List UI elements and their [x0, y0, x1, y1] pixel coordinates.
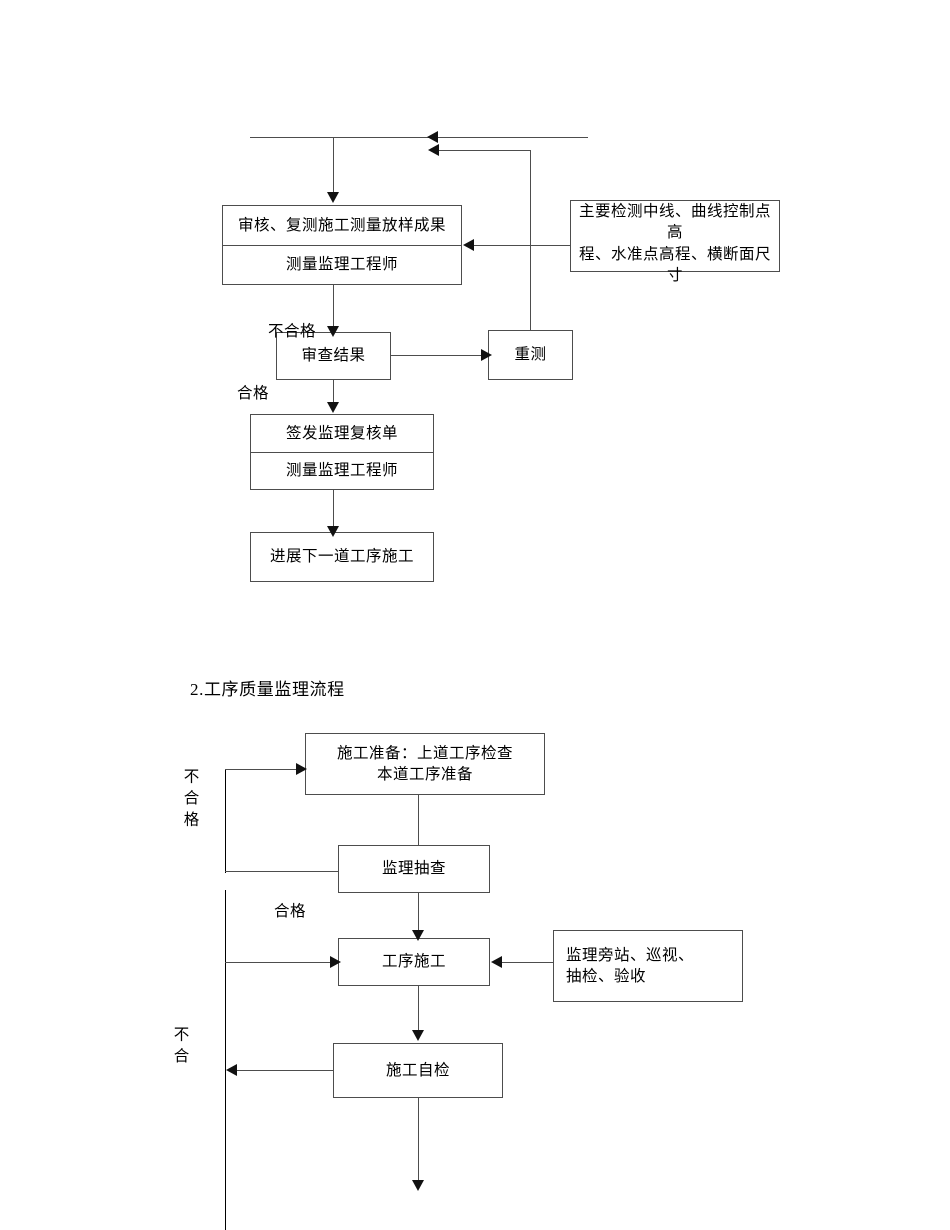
- box-process-construction[interactable]: 工序施工: [338, 938, 490, 986]
- box-issue-sheet[interactable]: 签发监理复核单 测量监理工程师: [250, 414, 434, 490]
- box-issue-sheet-line1: 签发监理复核单: [285, 424, 398, 442]
- box-check-result[interactable]: 审查结果: [276, 332, 391, 380]
- connector-selfcheck-down: [418, 1098, 419, 1183]
- connector-spotcheck-to-construction-arrowhead: [412, 930, 424, 941]
- connector-review-to-check: [333, 285, 334, 331]
- box-issue-sheet-line2: 测量监理工程师: [251, 451, 433, 490]
- connector-check-to-remeasure: [391, 355, 484, 356]
- box-supervision-activities[interactable]: 监理旁站、巡视、 抽检、验收: [553, 930, 743, 1002]
- box-process-construction-text: 工序施工: [381, 953, 446, 971]
- box-review-result[interactable]: 审核、复测施工测量放样成果 测量监理工程师: [222, 205, 462, 285]
- connector-inspection-to-review: [468, 245, 570, 246]
- box-preparation-text: 施工准备：上道工序检查 本道工序准备: [336, 744, 513, 783]
- box-supervision-activities-text: 监理旁站、巡视、 抽检、验收: [566, 946, 695, 985]
- connector-check-to-remeasure-arrowhead: [481, 349, 492, 361]
- feedback-line-spotcheck-vertical: [225, 769, 226, 873]
- box-remeasure-text: 重测: [514, 346, 547, 364]
- connector-preparation-to-spotcheck: [418, 795, 419, 845]
- box-inspection-items[interactable]: 主要检测中线、曲线控制点高 程、水准点高程、横断面尺寸: [570, 200, 780, 284]
- section-heading: 2.工序质量监理流程: [190, 680, 345, 699]
- feedback-line-spotcheck-arrowhead: [296, 763, 307, 775]
- connector-activities-to-construction-arrowhead: [491, 956, 502, 968]
- label-fail-survey: 不合格: [268, 323, 317, 340]
- connector-issue-to-next-arrowhead: [327, 526, 339, 537]
- label-pass-survey: 合格: [237, 385, 270, 402]
- connector-review-to-check-arrowhead: [327, 326, 339, 337]
- box-supervision-spotcheck-text: 监理抽查: [381, 860, 446, 878]
- box-next-process-text: 进展下一道工序施工: [269, 548, 414, 566]
- connector-selfcheck-to-left: [230, 1070, 333, 1071]
- box-next-process[interactable]: 进展下一道工序施工: [250, 532, 434, 582]
- box-self-inspection[interactable]: 施工自检: [333, 1043, 503, 1098]
- box-check-result-text: 审查结果: [301, 347, 366, 365]
- label-fail-bottom-process: 不合: [171, 1026, 189, 1069]
- connector-issue-to-next: [333, 490, 334, 530]
- connector-top-to-review: [333, 137, 334, 195]
- connector-selfcheck-down-arrowhead: [412, 1180, 424, 1191]
- connector-spotcheck-to-construction: [418, 893, 419, 935]
- box-inspection-items-text: 主要检测中线、曲线控制点高 程、水准点高程、横断面尺寸: [578, 203, 771, 285]
- box-review-result-line2: 测量监理工程师: [223, 244, 461, 285]
- connector-activities-to-construction: [497, 962, 553, 963]
- connector-spotcheck-to-feedback: [225, 871, 338, 872]
- connector-inspection-to-review-arrowhead: [463, 239, 474, 251]
- connector-construction-to-selfcheck: [418, 986, 419, 1034]
- box-remeasure[interactable]: 重测: [488, 330, 573, 380]
- connector-check-to-issue: [333, 355, 334, 405]
- label-fail-top-process: 不合格: [181, 768, 199, 833]
- connector-left-to-construction-arrowhead: [330, 956, 341, 968]
- return-line-outer: [250, 137, 588, 138]
- connector-remeasure-up: [530, 150, 531, 330]
- return-line-remeasure: [433, 150, 531, 151]
- connector-construction-to-selfcheck-arrowhead: [412, 1030, 424, 1041]
- return-line-remeasure-arrowhead: [428, 144, 439, 156]
- box-preparation[interactable]: 施工准备：上道工序检查 本道工序准备: [305, 733, 545, 795]
- label-pass-process: 合格: [274, 903, 307, 920]
- connector-selfcheck-to-left-arrowhead: [226, 1064, 237, 1076]
- return-line-outer-arrowhead: [427, 131, 438, 143]
- connector-left-to-construction: [225, 962, 333, 963]
- box-review-result-line1: 审核、复测施工测量放样成果: [237, 216, 446, 234]
- connector-check-to-issue-arrowhead: [327, 402, 339, 413]
- feedback-line-spotcheck-horizontal: [225, 769, 299, 770]
- left-return-line-lower: [225, 890, 226, 1230]
- box-supervision-spotcheck[interactable]: 监理抽查: [338, 845, 490, 893]
- box-self-inspection-text: 施工自检: [385, 1061, 450, 1079]
- connector-top-to-review-arrowhead: [327, 192, 339, 203]
